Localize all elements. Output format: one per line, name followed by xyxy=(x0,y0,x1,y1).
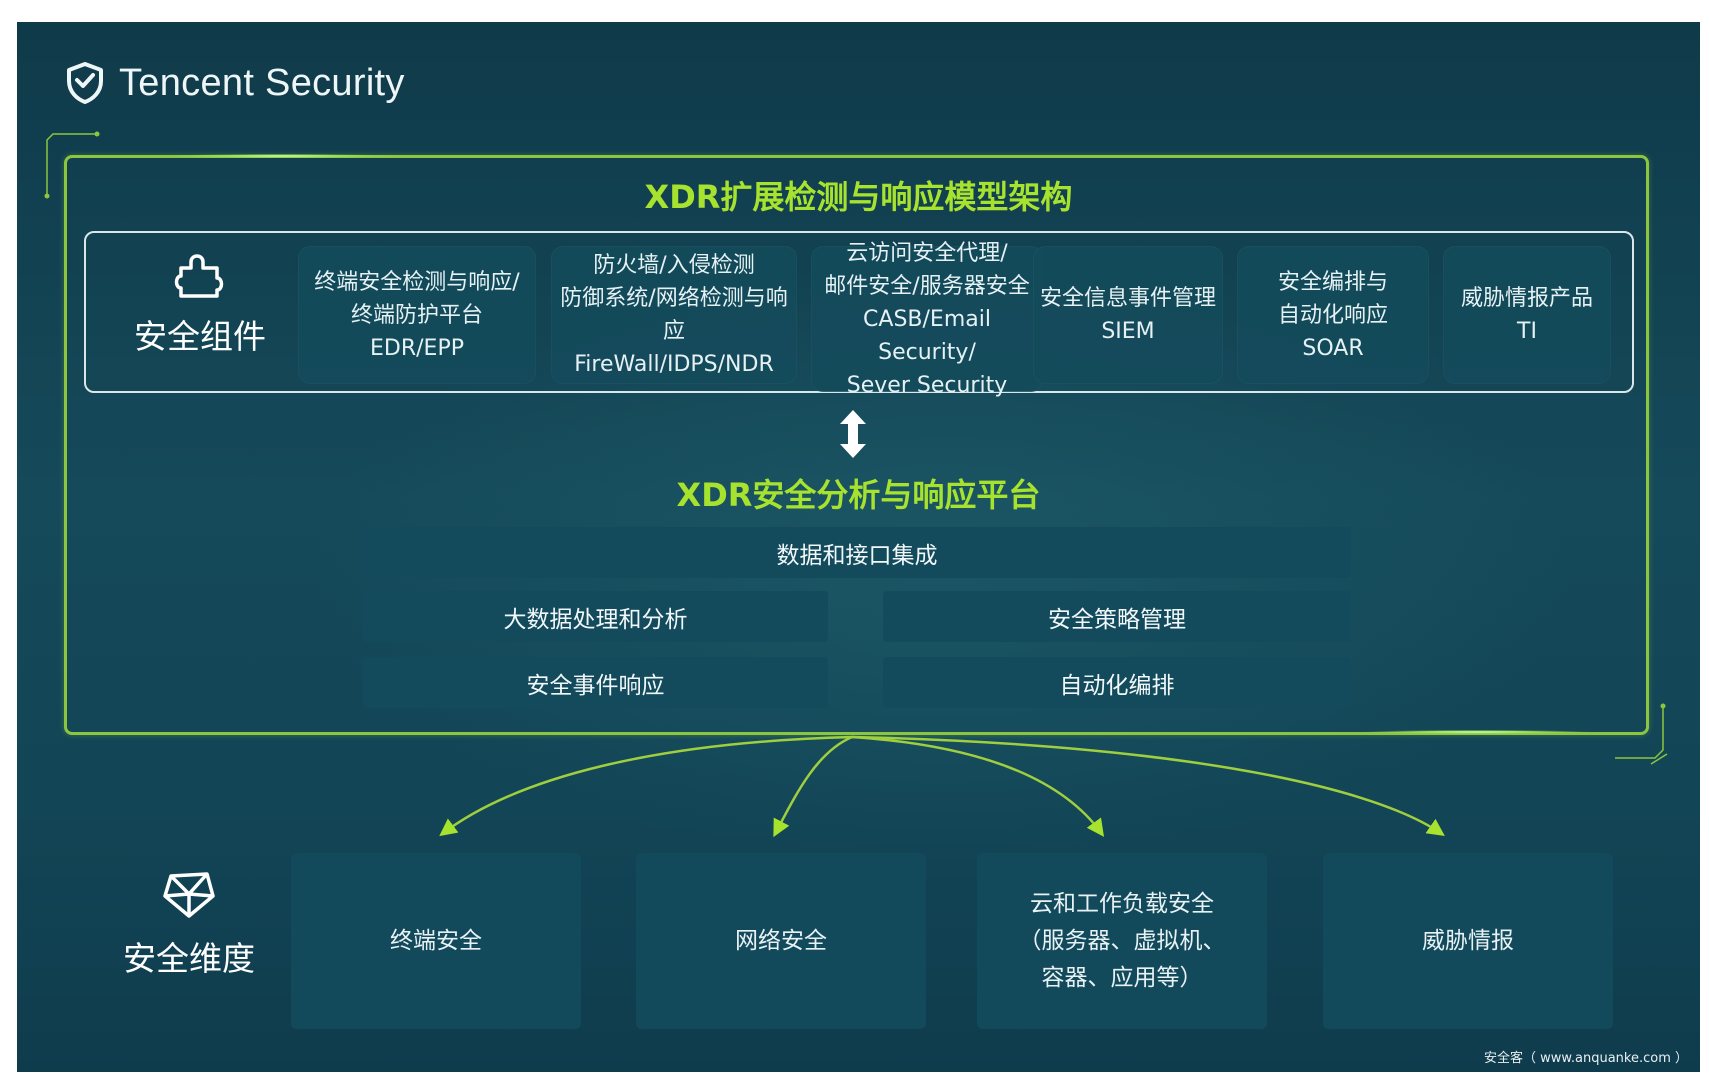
xdr-model-frame xyxy=(64,155,1649,735)
card-line: 终端安全检测与响应/ xyxy=(314,269,520,295)
network-cube-icon xyxy=(163,872,215,918)
diagram-canvas: Tencent Security XDR扩展检测与响应模型架构 安全组件 终端安… xyxy=(17,22,1700,1072)
dimension-line: 威胁情报 xyxy=(1422,927,1514,954)
platform-title: XDR安全分析与响应平台 xyxy=(676,476,1041,514)
card-line: 自动化响应 xyxy=(1277,302,1388,328)
component-card-edr: 终端安全检测与响应/终端防护平台 EDR/EPP xyxy=(298,246,536,384)
brand-name: Tencent Security xyxy=(119,61,405,104)
card-line: Sever Security xyxy=(846,372,1008,398)
component-card-ti: 威胁情报产品 TI xyxy=(1443,246,1611,384)
card-line: 安全信息事件管理 xyxy=(1039,286,1216,311)
brand-logo: Tencent Security xyxy=(65,58,405,108)
dimensions-heading: 安全维度 xyxy=(123,939,255,978)
dimension-line: （服务器、虚拟机、 xyxy=(1018,927,1226,954)
card-line: 终端防护平台 xyxy=(350,302,483,328)
frame-glow-bottom xyxy=(1362,730,1592,734)
dimension-line: 网络安全 xyxy=(735,927,827,954)
double-arrow-vertical-icon xyxy=(840,410,866,458)
card-line: 防御系统/网络检测与响应 xyxy=(560,286,788,344)
shield-check-icon xyxy=(65,61,105,105)
dimension-card-cloud: 云和工作负载安全 （服务器、虚拟机、 容器、应用等） xyxy=(977,853,1267,1029)
card-line: 云访问安全代理/ xyxy=(846,240,1008,266)
card-line: 邮件安全/服务器安全 xyxy=(824,273,1030,299)
dimension-line: 云和工作负载安全 xyxy=(1030,890,1214,917)
component-card-siem: 安全信息事件管理 SIEM xyxy=(1033,246,1223,384)
component-card-soar: 安全编排与自动化响应 SOAR xyxy=(1237,246,1429,384)
policy-bar: 安全策略管理 xyxy=(883,591,1351,642)
frame-glow-top xyxy=(167,154,397,158)
puzzle-icon xyxy=(174,254,224,298)
incident-response-bar: 安全事件响应 xyxy=(363,657,828,708)
orchestration-bar: 自动化编排 xyxy=(883,657,1351,708)
big-data-bar: 大数据处理和分析 xyxy=(363,591,828,642)
dimension-card-threat-intel: 威胁情报 xyxy=(1323,853,1613,1029)
integration-bar: 数据和接口集成 xyxy=(363,527,1351,578)
card-line: CASB/Email Security/ xyxy=(863,306,991,365)
watermark: 安全客（ www.anquanke.com ） xyxy=(1484,1051,1688,1066)
corner-decoration-bottom-right xyxy=(1615,703,1668,765)
dimension-card-network: 网络安全 xyxy=(636,853,926,1029)
card-line: SOAR xyxy=(1302,335,1364,361)
card-line: TI xyxy=(1517,319,1537,344)
components-panel xyxy=(84,231,1634,393)
card-line: EDR/EPP xyxy=(370,335,464,361)
card-line: FireWall/IDPS/NDR xyxy=(574,352,774,377)
xdr-model-title: XDR扩展检测与响应模型架构 xyxy=(644,178,1073,216)
dimension-arrows xyxy=(439,735,1445,838)
component-card-casb: 云访问安全代理/邮件安全/服务器安全 CASB/Email Security/Se… xyxy=(811,241,1043,398)
dimension-line: 终端安全 xyxy=(390,927,482,954)
components-heading: 安全组件 xyxy=(134,317,266,356)
card-line: 安全编排与 xyxy=(1277,269,1388,295)
card-line: 威胁情报产品 xyxy=(1460,286,1593,311)
dimension-card-endpoint: 终端安全 xyxy=(291,853,581,1029)
component-card-firewall: 防火墙/入侵检测防御系统/网络检测与响应 FireWall/IDPS/NDR xyxy=(551,246,797,384)
components-heading-block: 安全组件 xyxy=(120,248,280,358)
dimension-line: 容器、应用等） xyxy=(1041,964,1203,991)
corner-decoration-top-left xyxy=(44,131,100,199)
card-line: 防火墙/入侵检测 xyxy=(593,253,755,278)
card-line: SIEM xyxy=(1101,319,1155,344)
dimensions-heading-block: 安全维度 xyxy=(109,866,269,980)
